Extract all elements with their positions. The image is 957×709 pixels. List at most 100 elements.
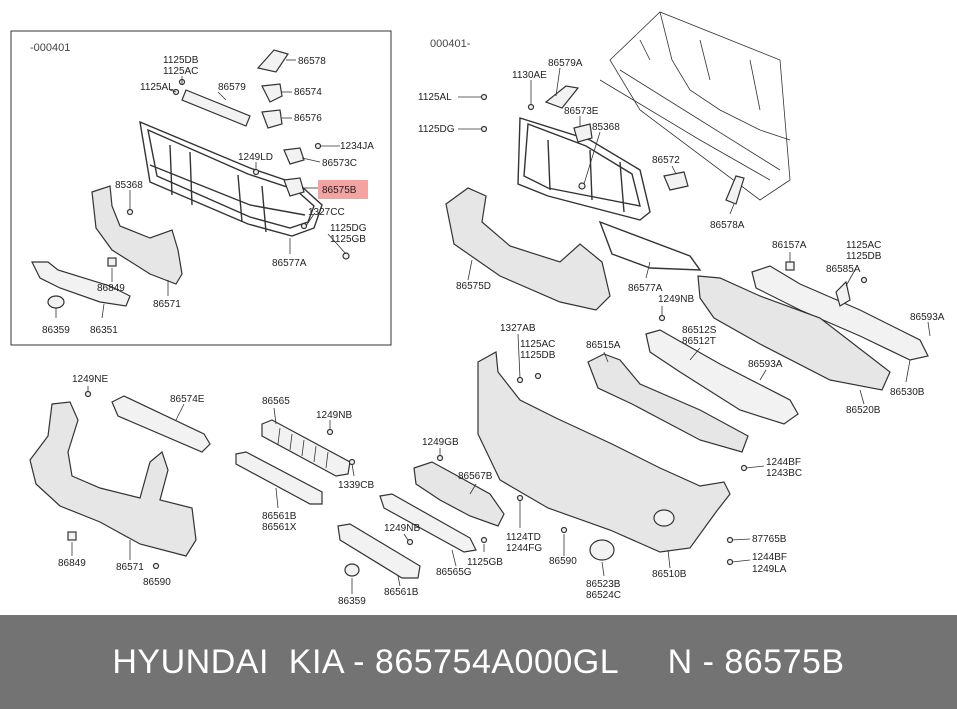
- label-86578: 86578: [298, 56, 326, 67]
- strip-86579[interactable]: [181, 89, 251, 127]
- pad-86157A[interactable]: [785, 261, 795, 271]
- label-1125DG-b: 1125DG: [418, 124, 455, 135]
- label-86593A-b: 86593A: [748, 359, 783, 370]
- bolt-1339CB[interactable]: [348, 458, 356, 466]
- bracket-86579A[interactable]: [544, 85, 580, 109]
- guard-bar-frame-86577A[interactable]: [139, 120, 323, 237]
- label-1124TD: 1124TD: [506, 532, 541, 543]
- bumper-cover-86571-inset[interactable]: [91, 185, 183, 285]
- bolt-85368-main[interactable]: [578, 182, 586, 190]
- bottom-leader-lines: [273, 407, 671, 594]
- bolt-86590-a[interactable]: [152, 562, 160, 570]
- bolt-1125AC-main[interactable]: [860, 276, 868, 284]
- bolt-1234JA[interactable]: [314, 142, 322, 150]
- label-86561B-a: 86561B: [262, 511, 297, 522]
- label-1125AL-a: 1125AL: [140, 82, 174, 93]
- bolt-1249NB-c[interactable]: [406, 538, 414, 546]
- lower-strip-86351[interactable]: [31, 261, 131, 307]
- bracket-86578[interactable]: [256, 49, 289, 73]
- label-1125AL-b: 1125AL: [418, 92, 452, 103]
- label-86579A: 86579A: [548, 58, 583, 69]
- bolt-1125AC-c[interactable]: [534, 372, 542, 380]
- inset-leader-lines: [55, 59, 347, 319]
- vehicle-frame: [599, 11, 791, 201]
- label-86574E: 86574E: [170, 394, 205, 405]
- strip-86565G[interactable]: [379, 493, 477, 553]
- bracket-86578A[interactable]: [725, 175, 745, 205]
- lip-86520B[interactable]: [697, 275, 891, 391]
- absorber-86575D[interactable]: [445, 187, 611, 311]
- bracket-86567B[interactable]: [413, 461, 505, 527]
- bumper-cover-86571[interactable]: [29, 401, 197, 557]
- label-1249NB-a: 1249NB: [658, 294, 694, 305]
- label-1125GB-b: 1125GB: [467, 557, 503, 568]
- clip-86573E[interactable]: [573, 123, 593, 143]
- bolt-1124TD[interactable]: [516, 494, 524, 502]
- bolt-87765B[interactable]: [726, 536, 734, 544]
- bracket-86515A[interactable]: [587, 353, 749, 453]
- grille-86565-bars: [277, 427, 329, 469]
- pad-86849-inset[interactable]: [107, 257, 117, 267]
- label-1249NB-c: 1249NB: [384, 523, 420, 534]
- label-86577A-b: 86577A: [628, 283, 663, 294]
- label-86849-a: 86849: [97, 283, 125, 294]
- label-85368-a: 85368: [115, 180, 143, 191]
- bolt-1125GB-inset[interactable]: [342, 252, 350, 260]
- label-1243BC: 1243BC: [766, 468, 802, 479]
- grille-86512S[interactable]: [645, 329, 799, 425]
- label-1125DB-b: 1125DB: [846, 251, 882, 262]
- bolt-85368-inset[interactable]: [126, 208, 134, 216]
- label-1125DB-c: 1125DB: [520, 350, 556, 361]
- bolt-1249NB-b[interactable]: [326, 428, 334, 436]
- bolt-1125DG-main[interactable]: [480, 125, 488, 133]
- rail-86530B[interactable]: [751, 265, 929, 361]
- label-86567B: 86567B: [458, 471, 493, 482]
- bolt-1249LD[interactable]: [252, 168, 260, 176]
- clip-86574[interactable]: [261, 83, 283, 103]
- bolt-1249NB-a[interactable]: [658, 314, 666, 322]
- clip-86572[interactable]: [663, 171, 689, 191]
- grille-86565[interactable]: [261, 419, 351, 477]
- emblem-86359-inset[interactable]: [47, 295, 65, 309]
- label-86512S: 86512S: [682, 325, 717, 336]
- emblem-86359-b[interactable]: [344, 563, 360, 577]
- molding-86561X[interactable]: [235, 451, 323, 505]
- bolt-1130AE[interactable]: [527, 103, 535, 111]
- main-header: 000401-: [430, 38, 471, 50]
- bolt-1249NE[interactable]: [84, 390, 92, 398]
- label-86575D: 86575D: [456, 281, 491, 292]
- label-87765B: 87765B: [752, 534, 787, 545]
- pad-86849-b[interactable]: [67, 531, 77, 541]
- bolt-1327CC[interactable]: [300, 222, 308, 230]
- label-86524C: 86524C: [586, 590, 621, 601]
- guard-pipe-86574E[interactable]: [111, 395, 211, 453]
- fog-cover-86523B[interactable]: [589, 539, 615, 561]
- label-86523B: 86523B: [586, 579, 621, 590]
- label-1327AB: 1327AB: [500, 323, 536, 334]
- label-1249NB-b: 1249NB: [316, 410, 352, 421]
- label-86351: 86351: [90, 325, 118, 336]
- leader-87765B: [731, 538, 751, 541]
- front-bumper-86510B[interactable]: [477, 351, 731, 553]
- clip-86573C[interactable]: [283, 147, 305, 165]
- main-leader-lines: [458, 67, 931, 405]
- bolt-86590-b[interactable]: [560, 526, 568, 534]
- label-86577A-a: 86577A: [272, 258, 307, 269]
- bolt-1249GB[interactable]: [436, 454, 444, 462]
- bracket-86585A[interactable]: [835, 280, 851, 307]
- bolt-1125GB-b[interactable]: [480, 536, 488, 544]
- bolt-1327AB[interactable]: [516, 376, 524, 384]
- label-86576: 86576: [294, 113, 322, 124]
- bolt-1125AL-main[interactable]: [480, 93, 488, 101]
- label-86572: 86572: [652, 155, 680, 166]
- label-86593A-a: 86593A: [910, 312, 945, 323]
- molding-86561B[interactable]: [337, 523, 421, 579]
- bolt-1244BF-a[interactable]: [740, 464, 748, 472]
- label-86530B: 86530B: [890, 387, 925, 398]
- guard-bar-frame-86577A-main[interactable]: [517, 117, 702, 271]
- clip-86575B[interactable]: [283, 177, 305, 197]
- clip-86576[interactable]: [261, 109, 283, 129]
- label-1130AE: 1130AE: [512, 70, 547, 81]
- bolt-1244BF-b[interactable]: [726, 558, 734, 566]
- label-86590-b: 86590: [549, 556, 577, 567]
